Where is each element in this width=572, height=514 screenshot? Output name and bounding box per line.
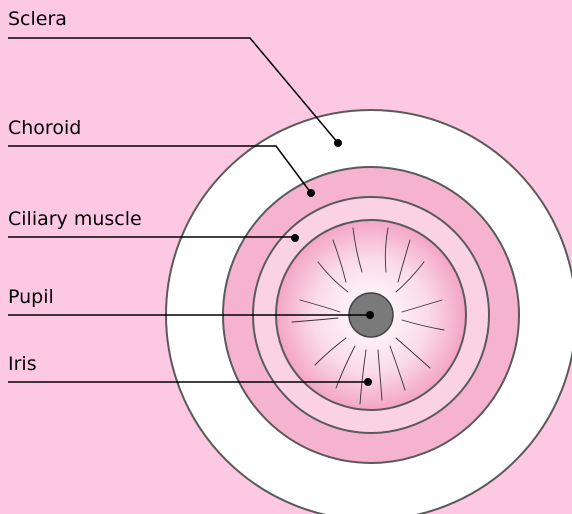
ciliary-muscle-pointer-dot (291, 234, 299, 242)
pupil-label: Pupil (8, 288, 54, 307)
pupil-pointer-dot (366, 311, 374, 319)
ciliary-muscle-label: Ciliary muscle (8, 210, 142, 229)
sclera-label: Sclera (8, 10, 67, 29)
iris-pointer-dot (364, 378, 372, 386)
choroid-pointer-dot (307, 189, 315, 197)
choroid-label: Choroid (8, 119, 81, 138)
sclera-pointer-dot (334, 139, 342, 147)
iris-label: Iris (8, 355, 37, 374)
